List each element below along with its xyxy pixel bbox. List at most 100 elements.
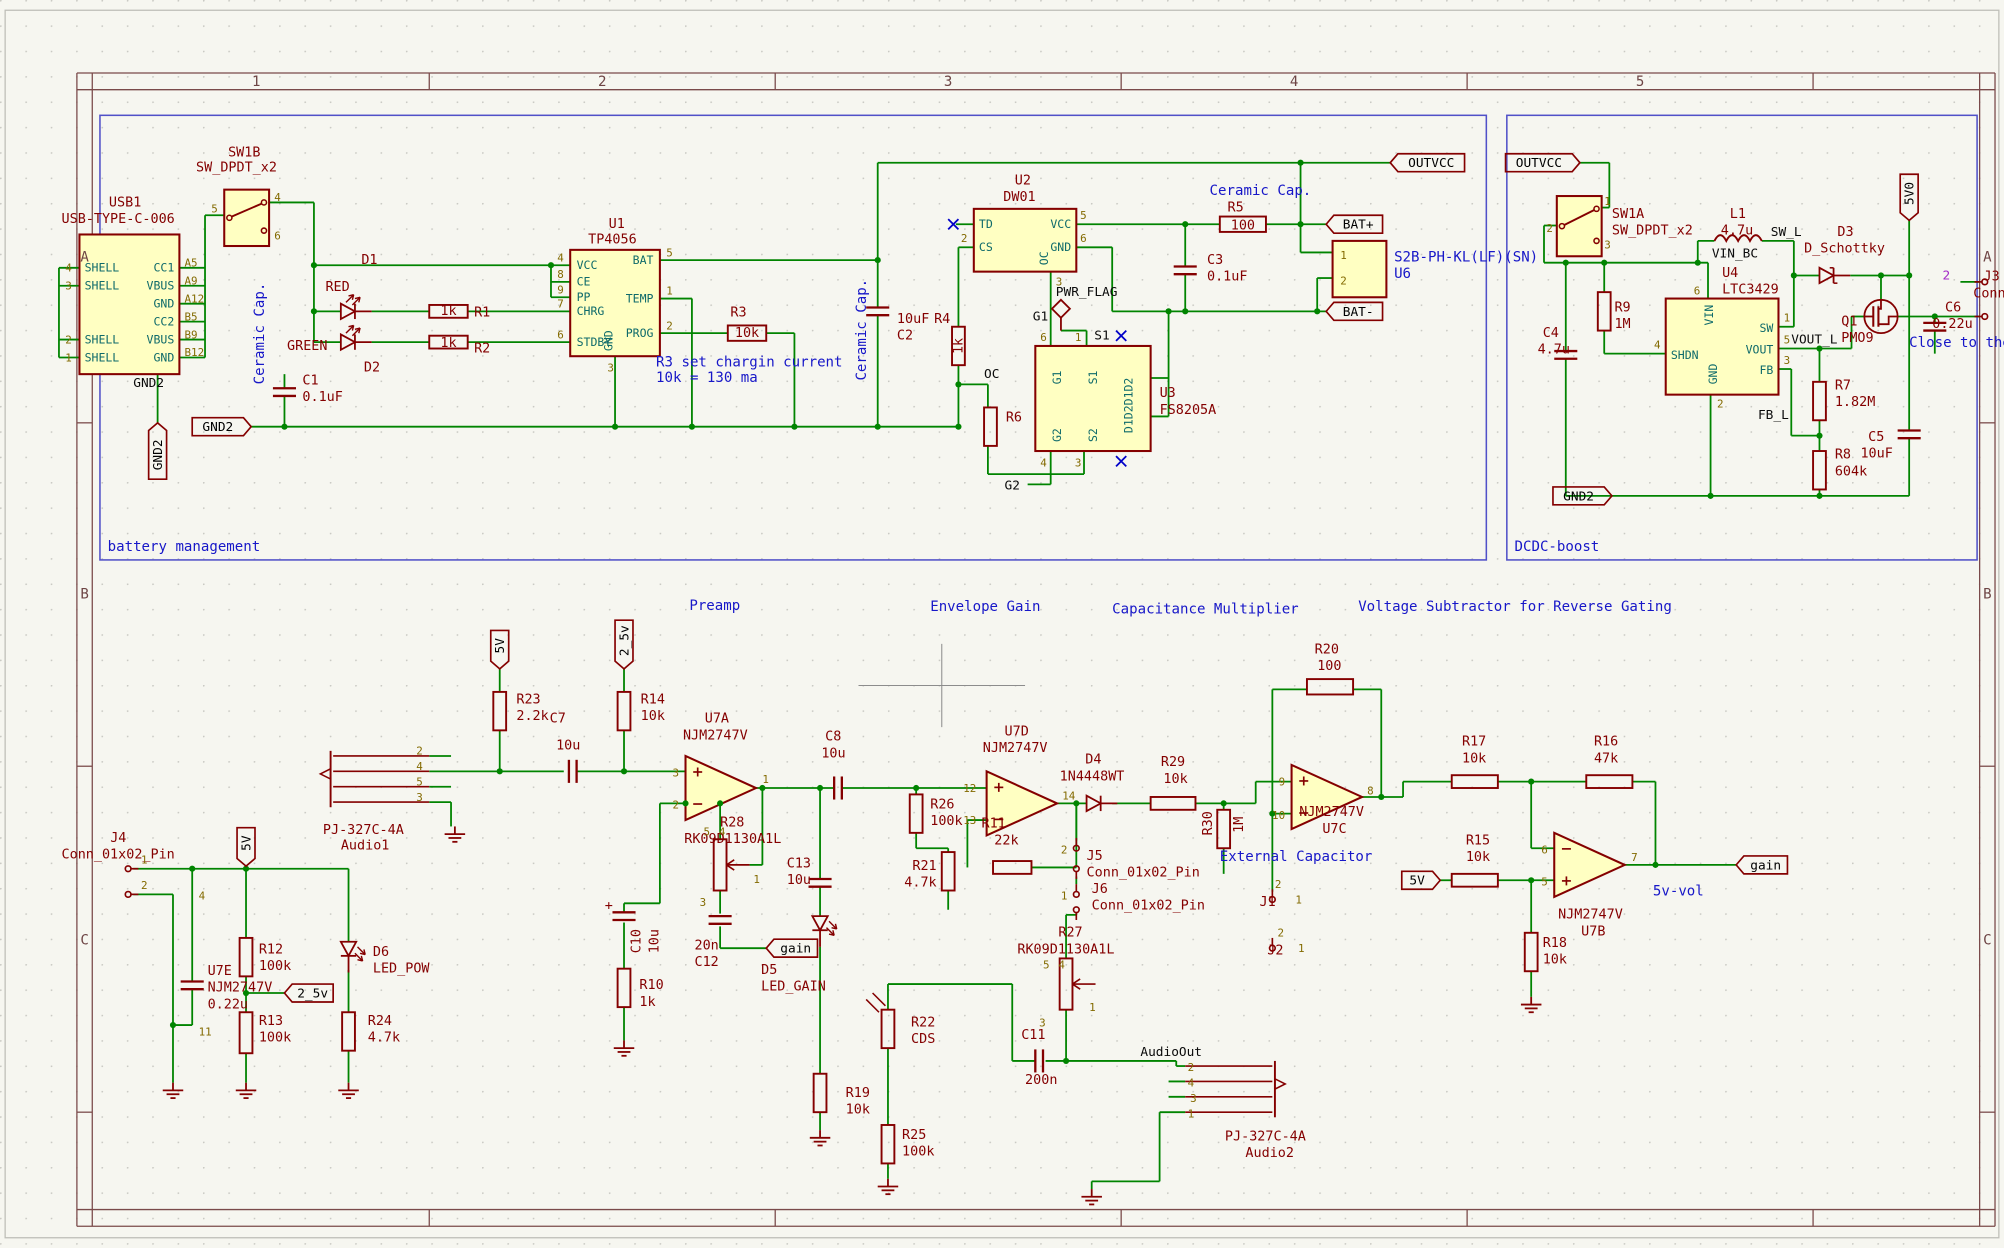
label-10uF[interactable]: 10uF [1860,446,1892,461]
symbol-U2-DW01[interactable] [972,207,1078,273]
label-Preamp[interactable]: Preamp [689,598,740,614]
label-3[interactable]: 3 [944,74,952,90]
label-C5[interactable]: C5 [1868,430,1884,445]
symbol-resistor-R24[interactable] [341,1011,356,1052]
label-10u[interactable]: 10u [821,746,845,761]
label-12[interactable]: 12 [963,782,976,795]
label-J2[interactable]: J2 [1267,944,1283,959]
label-5[interactable]: 5 [1636,74,1644,90]
label-10k[interactable]: 10k [641,709,665,724]
label-S2[interactable]: S2 [1086,428,1100,442]
label-U7E[interactable]: U7E [208,964,232,979]
label-VOUT[interactable]: VOUT [1746,343,1774,357]
label-D5[interactable]: D5 [761,963,777,978]
junction[interactable] [955,423,962,430]
label-CeramicCap.[interactable]: Ceramic Cap. [854,279,870,381]
label-3[interactable]: 3 [1784,354,1791,367]
label-R25[interactable]: R25 [902,1128,926,1143]
label-C11[interactable]: C11 [1021,1028,1045,1043]
label-TP4056[interactable]: TP4056 [588,232,637,247]
label-R2[interactable]: R2 [474,341,490,356]
label-R29[interactable]: R29 [1161,755,1185,770]
label-G1[interactable]: G1 [1050,370,1064,384]
label-EnvelopeGain[interactable]: Envelope Gain [930,599,1040,615]
label-4[interactable]: 4 [1654,339,1661,352]
label-20n[interactable]: 20n [694,938,718,953]
label-C2[interactable]: C2 [897,329,913,344]
label-6[interactable]: 6 [1040,331,1047,344]
label-CE[interactable]: CE [577,275,591,289]
label-10k[interactable]: 10k [846,1102,870,1117]
label-C6[interactable]: C6 [1945,300,1961,315]
symbol-resistor-R30[interactable] [1216,808,1232,850]
label-NJM2747V[interactable]: NJM2747V [983,741,1048,756]
global-label-5V0[interactable] [1899,173,1919,222]
label-TEMP[interactable]: TEMP [626,291,654,305]
symbol-D3-schottky[interactable] [1818,266,1851,285]
label-RK09D1130A1L[interactable]: RK09D1130A1L [1017,942,1114,957]
label-USB-TYPE-C-006[interactable]: USB-TYPE-C-006 [62,212,175,227]
label-10k[interactable]: 10k [1163,772,1187,787]
symbol-L1[interactable] [1713,234,1763,243]
label-Conn_01x02_Pin[interactable]: Conn_01x02_Pin [62,847,175,862]
label-R23[interactable]: R23 [516,692,540,707]
label-3[interactable]: 3 [607,362,614,375]
label-11[interactable]: 11 [199,1025,212,1038]
label-6[interactable]: 6 [1694,285,1701,298]
label-J3[interactable]: J3 [1983,270,1999,285]
label-R9[interactable]: R9 [1614,300,1630,315]
label-RED[interactable]: RED [325,280,349,295]
label-47k[interactable]: 47k [1594,751,1618,766]
label-A[interactable]: A [80,249,89,265]
junction[interactable] [1269,810,1276,817]
symbol-resistor-R26[interactable] [908,793,924,834]
junction[interactable] [242,989,250,997]
label-A12[interactable]: A12 [185,292,205,305]
SW1B-common[interactable] [226,214,233,222]
label-5v-vol[interactable]: 5v-vol [1653,884,1704,900]
label-STDBY[interactable]: STDBY [577,335,612,349]
label-3[interactable]: 3 [700,896,707,909]
label-3[interactable]: 3 [673,766,680,779]
junction[interactable] [1790,272,1797,279]
junction[interactable] [310,308,318,315]
label-5[interactable]: 5 [703,825,710,838]
label-J5[interactable]: J5 [1087,849,1103,864]
label-22k[interactable]: 22k [994,833,1018,848]
junction[interactable] [1931,313,1938,320]
symbol-resistor-R25[interactable] [880,1124,896,1165]
label-2[interactable]: 2 [141,879,148,892]
label-SW[interactable]: SW [1759,321,1773,335]
symbol-opamp-U7B[interactable] [1553,831,1628,899]
label-R24[interactable]: R24 [368,1014,392,1029]
label-LED_GAIN[interactable]: LED_GAIN [761,979,826,994]
label-VBUS[interactable]: VBUS [147,279,175,293]
label-R27[interactable]: R27 [1058,926,1082,941]
label-G2[interactable]: G2 [1050,428,1064,442]
label-10u[interactable]: 10u [787,873,811,888]
label-B[interactable]: B [1983,586,1991,602]
junction[interactable] [816,784,824,792]
label-C7[interactable]: C7 [550,712,566,727]
label-1[interactable]: 1 [1604,195,1611,208]
symbol-resistor-R17[interactable] [1450,774,1499,789]
label-D6[interactable]: D6 [373,945,389,960]
label-C[interactable]: C [80,932,88,948]
symbol-resistor-R15[interactable] [1450,872,1499,888]
label-5[interactable]: 5 [1080,209,1087,222]
label-Q1[interactable]: Q1 [1841,314,1857,329]
label-J6[interactable]: J6 [1092,882,1108,897]
label-0.1uF[interactable]: 0.1uF [302,390,342,405]
label-PMO9[interactable]: PMO9 [1841,331,1873,346]
label-1[interactable]: 1 [1075,331,1082,344]
label-DW01[interactable]: DW01 [1003,190,1035,205]
junction[interactable] [1378,793,1385,801]
symbol-resistor-R4[interactable] [951,325,966,367]
junction[interactable] [1528,877,1535,884]
label-4[interactable]: 4 [1040,456,1047,469]
label-SHELL[interactable]: SHELL [85,261,120,275]
symbol-D1-RED[interactable] [339,294,372,321]
SW1A-throw2[interactable] [1593,237,1600,245]
junction[interactable] [310,262,318,269]
label-2.2k[interactable]: 2.2k [516,709,548,724]
